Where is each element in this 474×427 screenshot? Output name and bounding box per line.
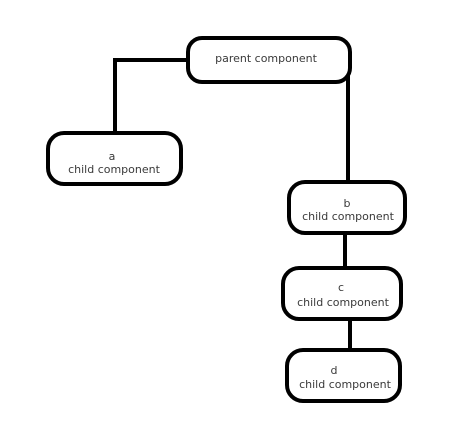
node-a-letter: a	[109, 150, 116, 163]
node-c-letter: c	[338, 281, 344, 294]
connector-parent-to-a	[113, 58, 188, 135]
node-c-label: child component	[297, 296, 390, 309]
node-b-label: child component	[302, 210, 395, 223]
node-b-box	[287, 180, 407, 235]
node-c-box	[281, 266, 403, 321]
node-b-child-component: b child component	[287, 180, 407, 235]
node-parent-label: parent component	[215, 52, 317, 65]
node-d-label: child component	[299, 378, 392, 391]
node-parent-component: parent component	[186, 36, 352, 84]
node-a-child-component: a child component	[46, 131, 183, 186]
node-parent-box	[186, 36, 352, 84]
node-a-label: child component	[68, 163, 161, 176]
node-d-box	[285, 348, 402, 403]
node-c-child-component: c child component	[281, 266, 403, 321]
node-a-box	[46, 131, 183, 186]
node-b-letter: b	[344, 197, 351, 210]
node-d-letter: d	[331, 364, 338, 377]
node-d-child-component: d child component	[285, 348, 402, 403]
